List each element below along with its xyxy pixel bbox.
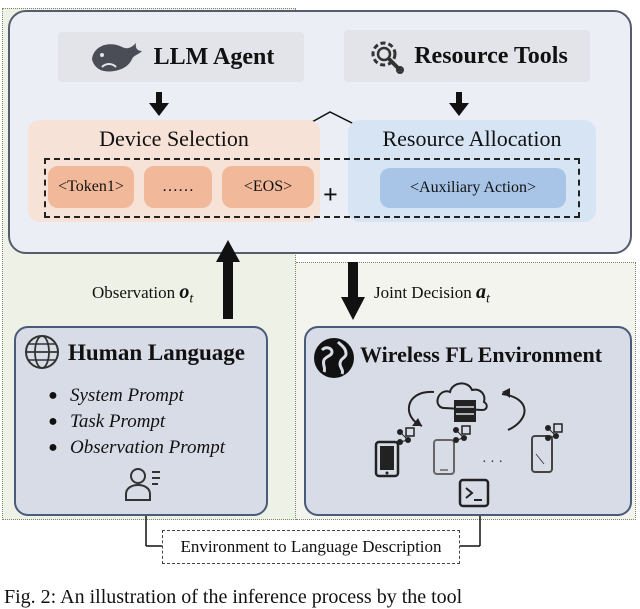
prompt-item: ●Task Prompt	[48, 411, 166, 432]
left-cycle-arrow	[407, 390, 435, 427]
llm-agent-box: LLM Agent	[58, 32, 304, 82]
prompt-item: ●System Prompt	[48, 385, 184, 406]
resource-tools-box: Resource Tools	[344, 30, 590, 82]
token-eos: <EOS>	[222, 166, 314, 208]
device-ellipsis: · · ·	[482, 455, 503, 470]
phone-icon	[433, 439, 455, 475]
right-cycle-arrow	[501, 388, 526, 431]
human-language-title: Human Language	[68, 340, 246, 365]
agent-down-arrow	[149, 92, 169, 116]
terminal-icon	[458, 478, 490, 508]
resource-tools-title: Resource Tools	[414, 42, 568, 69]
env-to-language-box: Environment to Language Description	[162, 530, 460, 564]
token-first: <Token1>	[48, 166, 134, 208]
observation-label: Observation ot	[92, 281, 194, 307]
prompt-item: ●Observation Prompt	[48, 437, 225, 458]
wireless-fl-panel	[304, 326, 632, 516]
llm-agent-title: LLM Agent	[153, 43, 275, 70]
cloud-server-icon	[436, 382, 488, 422]
ai-chip-icon	[545, 423, 563, 441]
phone-icon	[531, 435, 553, 473]
ai-chip-icon	[397, 427, 415, 445]
token-ellipsis: ……	[144, 166, 212, 208]
auxiliary-action-token: <Auxiliary Action>	[380, 168, 566, 208]
figure-caption: Fig. 2: An illustration of the inference…	[4, 586, 463, 608]
gear-wrench-icon	[371, 41, 405, 74]
observation-up-arrow	[216, 240, 240, 319]
device-selection-title: Device Selection	[99, 126, 249, 151]
user-profile-icon	[125, 468, 160, 501]
ai-chip-icon	[453, 425, 471, 443]
joint-action-dashed-frame	[44, 158, 580, 218]
decision-down-arrow	[341, 262, 365, 320]
globe-icon	[25, 335, 59, 369]
plus-sign: +	[323, 180, 338, 209]
wireless-fl-title: Wireless FL Environment	[360, 342, 603, 367]
globe-filled-icon	[314, 338, 354, 378]
whale-icon	[91, 43, 142, 72]
joint-decision-label: Joint Decision at	[374, 281, 490, 307]
phone-icon	[374, 440, 400, 478]
fl-network-illustration: · · ·	[374, 382, 563, 508]
tools-down-arrow	[449, 92, 469, 116]
resource-allocation-title: Resource Allocation	[382, 126, 562, 151]
